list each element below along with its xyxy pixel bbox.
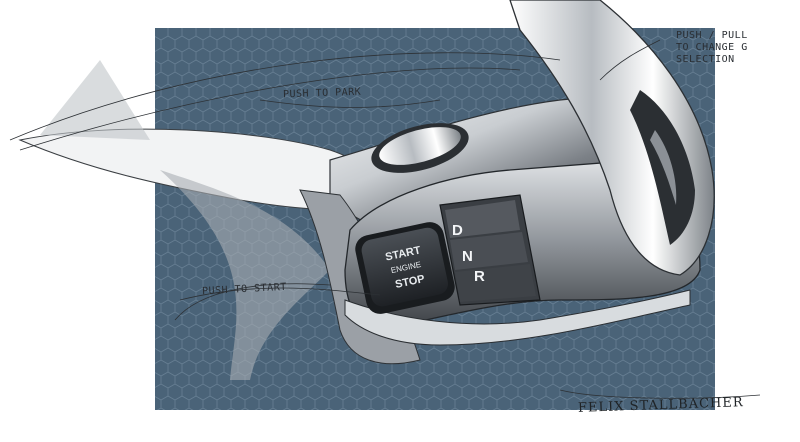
annotation-push-pull-line3: SELECTION: [676, 54, 735, 65]
annotation-push-pull-line2: TO CHANGE G: [676, 42, 748, 53]
gear-drive-label: D: [452, 222, 463, 239]
park-button: [371, 123, 469, 173]
sketch-strokes: [9, 39, 761, 399]
gear-neutral-label: N: [462, 248, 473, 265]
start-stop-button: [355, 222, 455, 314]
gear-reverse-label: R: [474, 268, 485, 285]
annotation-push-pull: PUSH / PULL TO CHANGE G SELECTION: [676, 30, 748, 66]
gear-selector: [439, 194, 541, 306]
right-grip: [509, 0, 715, 276]
annotation-push-pull-line1: PUSH / PULL: [676, 30, 748, 41]
